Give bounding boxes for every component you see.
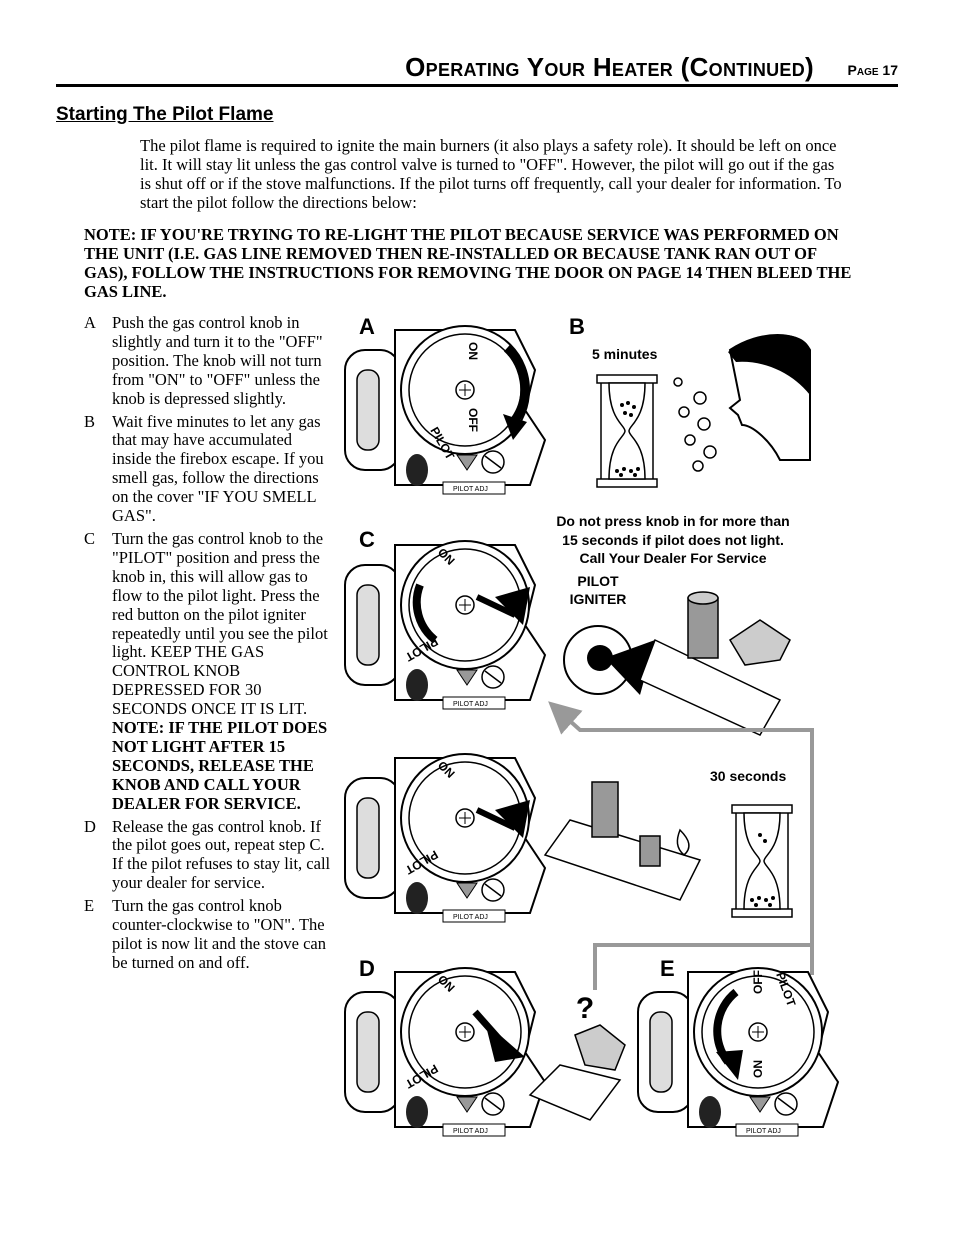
knob-on-label: ON [466,342,480,360]
pilot-adj-label: PILOT ADJ [746,1128,781,1135]
panel-b-label: B [569,314,585,339]
valve-panel-d: ON PILOT PILOT ADJ [344,967,546,1137]
question-mark: ? [576,992,594,1025]
step-e: E Turn the gas control knob counter-cloc… [84,896,334,973]
page-title: Operating Your Heater (Continued) [405,52,814,82]
step-text: Turn the gas control knob counter-clockw… [112,896,327,972]
igniter-label-2: IGNITER [570,591,627,607]
step-text: Turn the gas control knob to the "PILOT"… [112,528,328,719]
pilot-burner-icon [639,591,791,736]
panel-c-label: C [359,527,375,552]
step-letter: E [84,896,95,916]
hourglass-icon [596,374,658,488]
pilot-adj-label: PILOT ADJ [453,486,488,493]
hourglass-icon [731,804,793,918]
igniter-label-1: PILOT [577,573,619,589]
panel-e-label: E [660,956,675,981]
step-letter: D [84,816,96,836]
intro-paragraph: The pilot flame is required to ignite th… [140,136,842,212]
knob-on-label: ON [751,1060,765,1078]
knob-off-label: OFF [751,970,765,994]
step-d: D Release the gas control knob. If the p… [84,816,334,894]
valve-panel-e: OFF PILOT ON PILOT ADJ [637,967,839,1137]
pilot-flame-icon [543,781,702,901]
igniter-button-icon [563,625,655,695]
step-text: Release the gas control knob. If the pil… [112,816,331,893]
thirty-seconds-label: 30 seconds [710,768,786,784]
flow-arrow [548,701,814,975]
gas-cloud-icon [673,377,717,472]
section-title: Starting The Pilot Flame [56,104,274,125]
step-letter: B [84,411,96,431]
service-note: NOTE: IF YOU'RE TRYING TO RE-LIGHT THE P… [84,225,852,301]
wait-panel-b: 5 minutes [592,334,811,488]
panel-d-label: D [359,956,375,981]
step-text: Push the gas control knob in slightly an… [112,313,323,408]
pilot-lighting-illustration: A B C D E ON OFF PILOT PILOT ADJ 5 minut… [344,314,839,1137]
step-c: C Turn the gas control knob to the "PILO… [84,528,334,814]
step-text: Wait five minutes to let any gas that ma… [112,411,324,526]
pilot-adj-label: PILOT ADJ [453,914,488,921]
step-letter: A [84,313,96,332]
step-letter: C [84,528,96,548]
steps-list: A Push the gas control knob in slightly … [84,313,334,977]
step-text-block: Turn the gas control knob to the "PILOT"… [112,528,334,814]
page-number: Page 17 [847,62,898,78]
header-divider [56,84,898,87]
hand-release-icon [528,1024,626,1121]
panel-a-label: A [359,314,375,339]
valve-panel-a: ON OFF PILOT PILOT ADJ [344,325,546,495]
step-a: A Push the gas control knob in slightly … [84,313,334,409]
warning-text: Do not press knob in for more than 15 se… [556,513,789,566]
warning-line-2: 15 seconds if pilot does not light. [562,532,784,548]
pilot-adj-label: PILOT ADJ [453,1128,488,1135]
flow-line [593,943,812,990]
valve-panel-c-hold: ON PILOT PILOT ADJ [344,753,546,923]
warning-line-1: Do not press knob in for more than [556,513,789,529]
five-minutes-label: 5 minutes [592,346,658,362]
valve-panel-c: ON PILOT PILOT ADJ [344,540,546,710]
pilot-adj-label: PILOT ADJ [453,701,488,708]
knob-off-label: OFF [466,408,480,432]
step-b: B Wait five minutes to let any gas that … [84,411,334,526]
warning-line-3: Call Your Dealer For Service [579,550,766,566]
step-warning: NOTE: IF THE PILOT DOES NOT LIGHT AFTER … [112,718,328,813]
